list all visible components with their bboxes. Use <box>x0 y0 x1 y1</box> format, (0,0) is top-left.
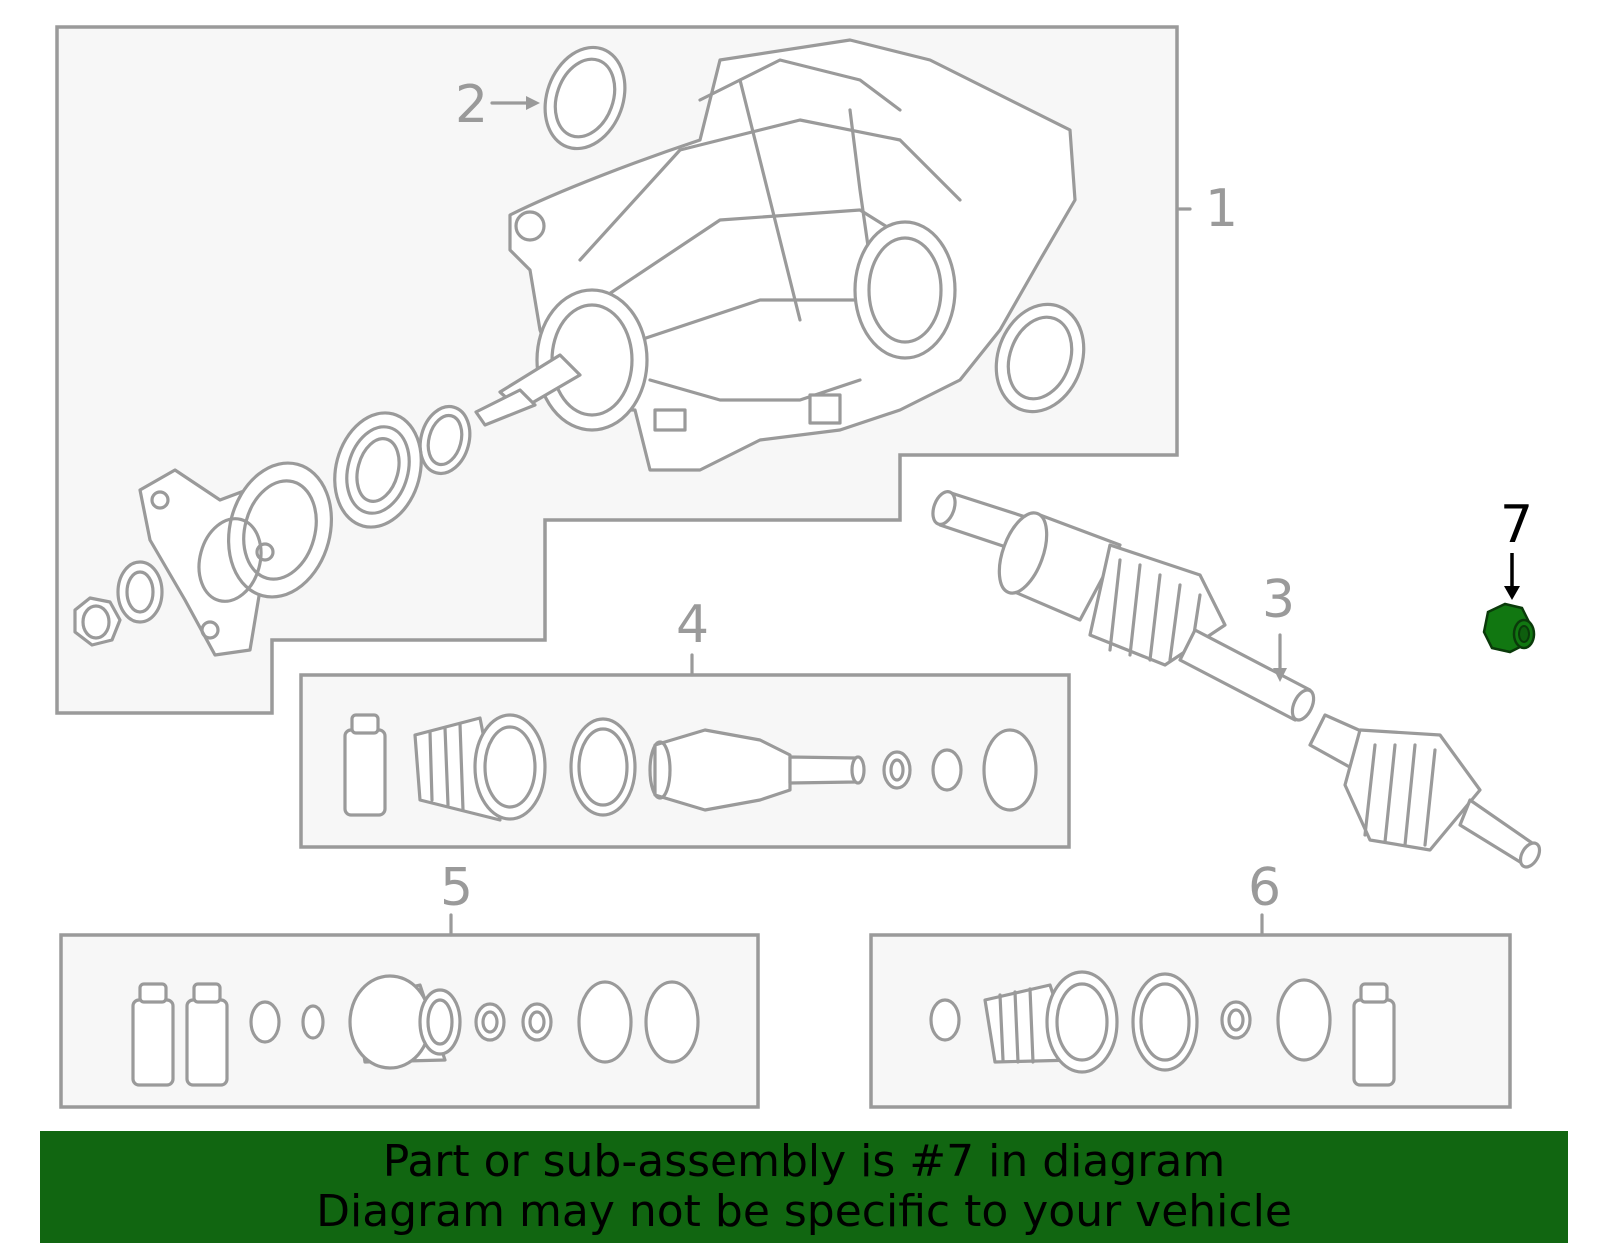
differential-housing <box>508 38 1077 472</box>
part-2-seal <box>543 45 627 151</box>
parts-diagram: 1 2 3 7 4 <box>55 25 1542 1109</box>
callout-7: 7 <box>1500 495 1533 555</box>
callout-6: 6 <box>1248 858 1281 918</box>
side-seal <box>994 302 1086 414</box>
kit-6-parts <box>929 970 1396 1087</box>
banner-line-2: Diagram may not be specific to your vehi… <box>316 1186 1292 1237</box>
callout-2: 2 <box>455 75 488 135</box>
banner-line-1: Part or sub-assembly is #7 in diagram <box>382 1136 1226 1187</box>
drive-flange <box>138 461 334 657</box>
part-7-nut-highlighted <box>1482 602 1536 654</box>
callout-1: 1 <box>1205 179 1238 239</box>
front-seals <box>333 404 472 529</box>
info-banner: Part or sub-assembly is #7 in diagram Di… <box>40 1131 1568 1243</box>
front-nut <box>73 560 164 647</box>
callout-3: 3 <box>1262 570 1295 630</box>
part-3-axle-shaft <box>931 490 1542 869</box>
kit-5-parts <box>131 974 700 1087</box>
callout-5: 5 <box>440 858 473 918</box>
callout-4: 4 <box>676 595 709 655</box>
kit-4-parts <box>343 713 1038 822</box>
pinion-shaft <box>474 353 582 427</box>
